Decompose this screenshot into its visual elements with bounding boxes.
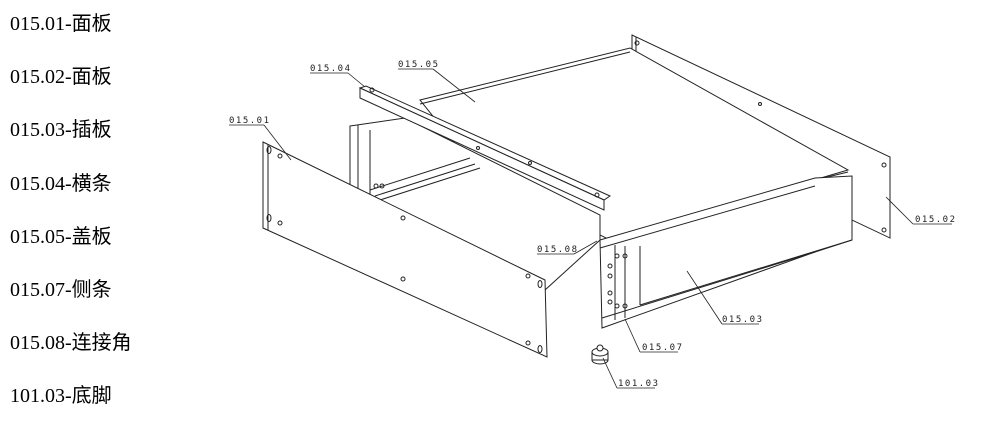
callout-015-02: 015.02 xyxy=(885,196,957,225)
svg-text:015.08: 015.08 xyxy=(537,245,579,255)
part-015-03: 015.03-插板 xyxy=(10,119,112,141)
callout-015-04: 015.04 xyxy=(310,64,366,88)
part-015-04: 015.04-横条 xyxy=(10,173,112,195)
callout-015-03: 015.03 xyxy=(686,270,764,325)
part-101-03: 101.03-底脚 xyxy=(10,385,112,407)
svg-text:101.03: 101.03 xyxy=(618,379,660,389)
part-015-08: 015.08-连接角 xyxy=(10,332,132,354)
svg-text:015.07: 015.07 xyxy=(642,343,684,353)
svg-text:015.04: 015.04 xyxy=(310,64,352,74)
side-plate-015-03 xyxy=(599,175,853,329)
svg-text:015.01: 015.01 xyxy=(229,116,271,126)
callout-015-07: 015.07 xyxy=(624,318,684,353)
foot-101-03 xyxy=(591,344,609,365)
callout-015-08: 015.08 xyxy=(537,240,598,255)
part-015-01: 015.01-面板 xyxy=(10,13,112,35)
svg-text:015.03: 015.03 xyxy=(722,315,764,325)
svg-text:015.02: 015.02 xyxy=(915,215,957,225)
callout-015-05: 015.05 xyxy=(398,60,476,103)
part-015-07: 015.07-侧条 xyxy=(10,279,112,301)
svg-text:015.05: 015.05 xyxy=(398,60,440,70)
part-015-02: 015.02-面板 xyxy=(10,66,112,88)
callout-015-01: 015.01 xyxy=(229,116,292,161)
part-015-05: 015.05-盖板 xyxy=(10,226,112,248)
front-panel-015-01 xyxy=(262,141,548,358)
callout-101-03: 101.03 xyxy=(602,357,660,389)
